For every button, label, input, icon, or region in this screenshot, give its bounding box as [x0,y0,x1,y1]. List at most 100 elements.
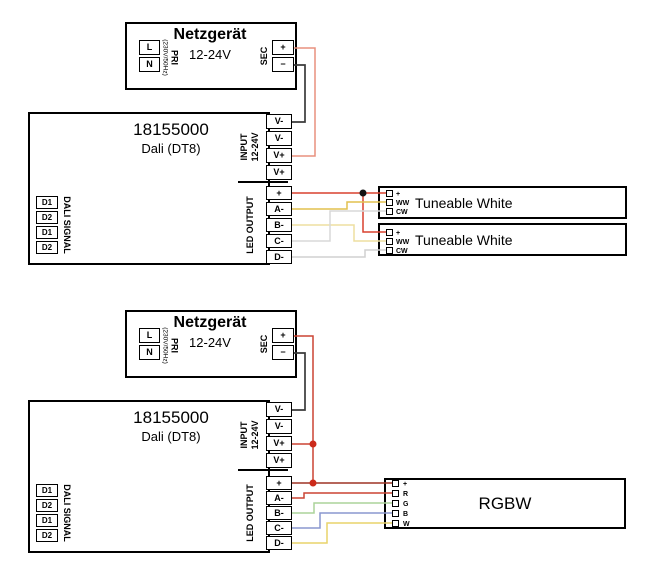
rgbw-label-r: R [403,490,409,498]
strip1-label-plus: + [396,190,401,198]
dali-terminal-d2a: D2 [36,211,58,224]
output2-terminal-b: B- [266,506,292,520]
tuneable-white-strip-2 [378,223,627,256]
psu-name: Netzgerät [173,26,247,43]
output2-terminal-d: D- [266,536,292,550]
sec-terminal-plus: + [272,40,294,55]
rgbw-terminal-r [392,490,399,497]
dali2-terminal-d1a: D1 [36,484,58,497]
tuneable-white-strip-1 [378,186,627,219]
rgbw-label-g: G [403,500,409,508]
strip2-label-ww: WW [396,238,410,246]
wire-a-to-r [292,492,392,499]
dali2-terminal-d1b: D1 [36,514,58,527]
dali-terminal-d2b: D2 [36,241,58,254]
output2-terminal-a: A- [266,491,292,505]
rgbw-terminal-w [392,520,399,527]
output2-terminal-c: C- [266,521,292,535]
pri-terminal-l: L [139,40,160,55]
output-terminal-b: B- [266,218,292,232]
sec2-terminal-plus: + [272,328,294,343]
rgbw-terminal-b [392,510,399,517]
strip2-name: Tuneable White [415,231,513,248]
rgbw-terminal-plus [392,480,399,487]
input2-voltage-text: 12-24V [250,420,260,450]
output-terminal-plus: + [266,186,292,200]
controller-title-2: 18155000 Dali (DT8) [91,408,251,444]
controller-type-2: Dali (DT8) [141,429,201,444]
pri-label-text: PRI [169,49,180,65]
wire-b-to-ww2 [292,224,386,242]
strip2-label-cw: CW [396,247,408,255]
output-terminal-a: A- [266,202,292,216]
junction-dot-ledplus [309,479,317,487]
junction-dot-vplus [309,440,317,448]
led2-output-label: LED OUTPUT [244,484,255,542]
wire-d-to-cw2 [292,249,386,258]
input-terminal-vminus1: V- [266,114,292,129]
dali-terminal-d1b: D1 [36,226,58,239]
psu-name-2: Netzgerät [173,314,247,331]
wire-d-to-w [292,522,392,544]
psu-title: Netzgerät 12-24V [150,26,270,62]
output-terminal-d: D- [266,250,292,264]
wire-c-to-cw1 [292,210,386,242]
wire-c-to-b [292,512,392,529]
pri2-label: PRI (230V/50Hz) [157,318,184,374]
pri2-terminal-n: N [139,345,160,360]
pri-terminal-n: N [139,57,160,72]
section-divider-2 [238,469,288,471]
psu-box-2 [125,310,297,378]
pri2-label-text: PRI [169,337,180,353]
input-terminal-vminus2: V- [266,131,292,146]
psu-voltage-2: 12-24V [189,335,231,350]
controller-model: 18155000 [133,120,209,139]
dali-signal-label: DALI SIGNAL [62,196,73,254]
wire-b-to-g [292,502,392,514]
sec-label: SEC [258,46,269,66]
input-label-text: INPUT [239,133,249,161]
controller-model-2: 18155000 [133,408,209,427]
pri2-terminal-l: L [139,328,160,343]
strip1-terminal-cw [386,208,393,215]
section-divider [238,181,288,183]
wire-a-to-ww1 [292,201,386,210]
controller-title: 18155000 Dali (DT8) [91,120,251,156]
output2-terminal-plus: + [266,476,292,490]
strip1-terminal-plus [386,190,393,197]
strip1-label-cw: CW [396,208,408,216]
strip2-label-plus: + [396,229,401,237]
input-voltage-text: 12-24V [250,132,260,162]
input2-terminal-vplus2: V+ [266,453,292,468]
input2-label-text: INPUT [239,421,249,449]
strip1-terminal-ww [386,199,393,206]
dali2-terminal-d2b: D2 [36,529,58,542]
dali2-signal-label: DALI SIGNAL [62,484,73,542]
strip1-label-ww: WW [396,199,410,207]
sec-terminal-minus: − [272,57,294,72]
psu-voltage: 12-24V [189,47,231,62]
controller-box-2 [28,400,270,553]
strip1-name: Tuneable White [415,194,513,211]
led-output-label: LED OUTPUT [244,196,255,254]
psu-title-2: Netzgerät 12-24V [150,314,270,350]
sec2-label: SEC [258,334,269,354]
rgbw-name: RGBW [478,493,532,513]
dali-terminal-d1a: D1 [36,196,58,209]
dali2-terminal-d2a: D2 [36,499,58,512]
input2-terminal-vplus1: V+ [266,436,292,451]
strip2-terminal-ww [386,238,393,245]
output-terminal-c: C- [266,234,292,248]
input-label: INPUT 12-24V [237,117,263,177]
input2-terminal-vminus2: V- [266,419,292,434]
rgbw-label-w: W [403,520,410,528]
rgbw-label-plus: + [403,480,408,488]
junction-dot-top [359,189,367,197]
rgbw-strip [384,478,626,529]
psu-box [125,22,297,90]
sec2-terminal-minus: − [272,345,294,360]
input2-label: INPUT 12-24V [237,405,263,465]
input-terminal-vplus1: V+ [266,148,292,163]
pri-label: PRI (230V/50Hz) [157,30,184,86]
